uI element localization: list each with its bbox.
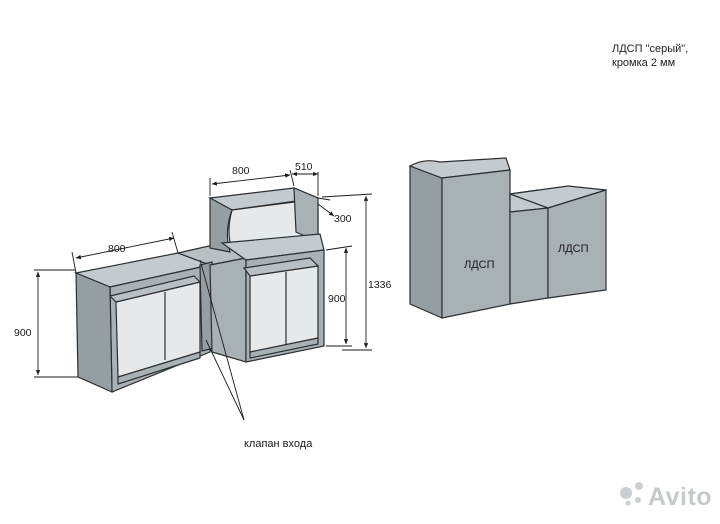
dim-top-depth: 300 xyxy=(334,213,352,225)
note-line-1: ЛДСП "серый", xyxy=(612,43,689,55)
avito-logo-icon xyxy=(620,482,643,506)
dim-right-depth: 510 xyxy=(295,161,313,173)
dimension-lines xyxy=(34,169,373,421)
entry-flap-label: клапан входа xyxy=(244,438,313,450)
left-cabinet xyxy=(73,252,213,393)
right-cabinet xyxy=(208,187,325,363)
dim-total-height: 1336 xyxy=(368,279,392,291)
dim-left-height: 900 xyxy=(14,327,32,339)
dim-right-width: 800 xyxy=(232,165,250,177)
back-view xyxy=(408,157,607,319)
watermark-text: Avito xyxy=(648,483,713,511)
watermark: Avito xyxy=(648,483,712,512)
material-label-left: ЛДСП xyxy=(464,259,495,271)
material-label-right: ЛДСП xyxy=(558,243,589,255)
note-line-2: кромка 2 мм xyxy=(612,57,676,69)
material-note: ЛДСП "серый", кромка 2 мм xyxy=(612,42,688,70)
dim-left-width: 800 xyxy=(108,243,126,255)
dim-right-height: 900 xyxy=(328,293,346,305)
